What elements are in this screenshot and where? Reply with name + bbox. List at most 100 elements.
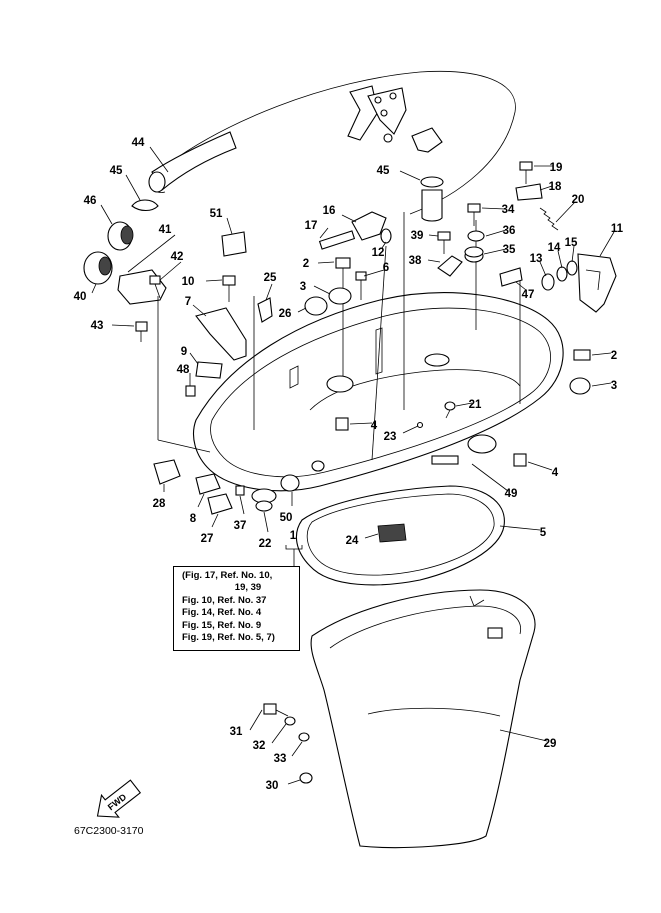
callout-28: 28: [153, 498, 166, 510]
callout-35: 35: [503, 244, 516, 256]
callout-6: 6: [383, 262, 389, 274]
callout-5: 5: [540, 527, 547, 539]
part-28-grommet: [153, 459, 181, 485]
part-46-grommet: [107, 221, 134, 251]
callout-39: 39: [411, 230, 424, 242]
callout-43: 43: [91, 320, 104, 332]
part-9-plate: [195, 361, 223, 379]
callout-47: 47: [522, 289, 535, 301]
part-2-bolt-left: [335, 257, 351, 380]
part-45-clamp-right: [420, 176, 444, 222]
part-4-collar-left: [335, 417, 349, 431]
part-44-hose: [148, 131, 237, 193]
reference-box: (Fig. 17, Ref. No. 10, 19, 39 Fig. 10, R…: [173, 566, 300, 651]
callout-21: 21: [469, 399, 482, 411]
callout-22: 22: [259, 538, 272, 550]
reference-line: Fig. 14, Ref. No. 4: [182, 607, 262, 619]
callout-32: 32: [253, 740, 266, 752]
callout-1: 1: [290, 530, 297, 542]
part-51-label: [221, 231, 247, 257]
part-4-collar-right: [513, 453, 527, 467]
callout-2: 2: [303, 258, 309, 270]
reference-line: 19, 39: [182, 582, 262, 594]
callout-7: 7: [185, 296, 191, 308]
part-47-label: [499, 267, 523, 287]
drawing-code: 67C2300-3170: [74, 825, 144, 837]
callout-40: 40: [74, 291, 87, 303]
reference-line: Fig. 15, Ref. No. 9: [182, 619, 262, 631]
part-40-seal: [83, 251, 113, 285]
part-21-screw: [444, 401, 456, 419]
callout-10: 10: [182, 276, 195, 288]
part-45-clamp-left: [131, 199, 159, 212]
part-10-bolt: [222, 275, 236, 302]
part-3-mount-right: [569, 377, 591, 395]
callout-15: 15: [565, 237, 578, 249]
callout-18: 18: [549, 181, 562, 193]
callout-37: 37: [234, 520, 247, 532]
part-3-mount-left: [326, 287, 354, 393]
part-43-bolt: [135, 321, 148, 342]
reference-line: (Fig. 17, Ref. No. 10,: [182, 570, 273, 581]
part-20-spring: [539, 207, 559, 231]
top-cowling-outline: [149, 70, 516, 215]
fwd-arrow-icon: FWD: [96, 779, 142, 818]
part-13-14-15-seals: [541, 260, 578, 291]
part-34-bolt: [467, 203, 481, 226]
part-41-bracket: [117, 269, 167, 305]
part-33-washer: [298, 732, 310, 742]
reference-line: Fig. 10, Ref. No. 37: [182, 594, 267, 606]
part-36-washer: [467, 230, 485, 242]
part-29-apron: [310, 589, 536, 849]
callout-36: 36: [503, 225, 516, 237]
part-2-bolt-right: [573, 349, 591, 361]
part-35-grommet: [464, 246, 484, 263]
callout-4: 4: [552, 467, 559, 479]
callout-51: 51: [210, 208, 223, 220]
part-32-washer: [284, 716, 296, 726]
callout-30: 30: [266, 780, 279, 792]
part-18-plate: [515, 183, 543, 201]
leader-lines: [91, 146, 615, 785]
part-30-nut: [299, 772, 313, 784]
callout-2: 2: [611, 350, 617, 362]
callout-27: 27: [201, 533, 214, 545]
callout-23: 23: [384, 431, 397, 443]
part-23-screw: [416, 421, 424, 429]
callout-29: 29: [544, 738, 557, 750]
part-16-bracket: [351, 211, 387, 241]
cowling-hinge-fittings: [347, 85, 443, 153]
part-24-pad: [377, 523, 407, 543]
part-38-pad: [437, 255, 463, 277]
part-22-grommet: [251, 488, 277, 512]
callout-17: 17: [305, 220, 318, 232]
callout-8: 8: [190, 513, 197, 525]
callout-48: 48: [177, 364, 190, 376]
callout-13: 13: [530, 253, 543, 265]
callout-9: 9: [181, 346, 187, 358]
part-27-grommet: [207, 493, 233, 515]
part-17-bolt: [318, 230, 356, 250]
callout-45: 45: [377, 165, 390, 177]
callout-44: 44: [132, 137, 145, 149]
part-8-grommet: [195, 473, 221, 495]
callout-31: 31: [230, 726, 243, 738]
callout-14: 14: [548, 242, 561, 254]
callout-49: 49: [505, 488, 518, 500]
callout-19: 19: [550, 162, 563, 174]
part-48-label: [185, 385, 196, 397]
part-6-bolt: [355, 271, 367, 300]
callout-25: 25: [264, 272, 277, 284]
callout-38: 38: [409, 255, 422, 267]
callout-34: 34: [502, 204, 515, 216]
part-37-label: [235, 485, 245, 496]
callout-24: 24: [346, 535, 359, 547]
callout-4: 4: [371, 420, 378, 432]
callout-26: 26: [279, 308, 292, 320]
callout-11: 11: [611, 223, 624, 235]
callout-3: 3: [300, 281, 306, 293]
part-39-bolt: [437, 231, 451, 254]
bottom-cowling: [192, 292, 564, 492]
